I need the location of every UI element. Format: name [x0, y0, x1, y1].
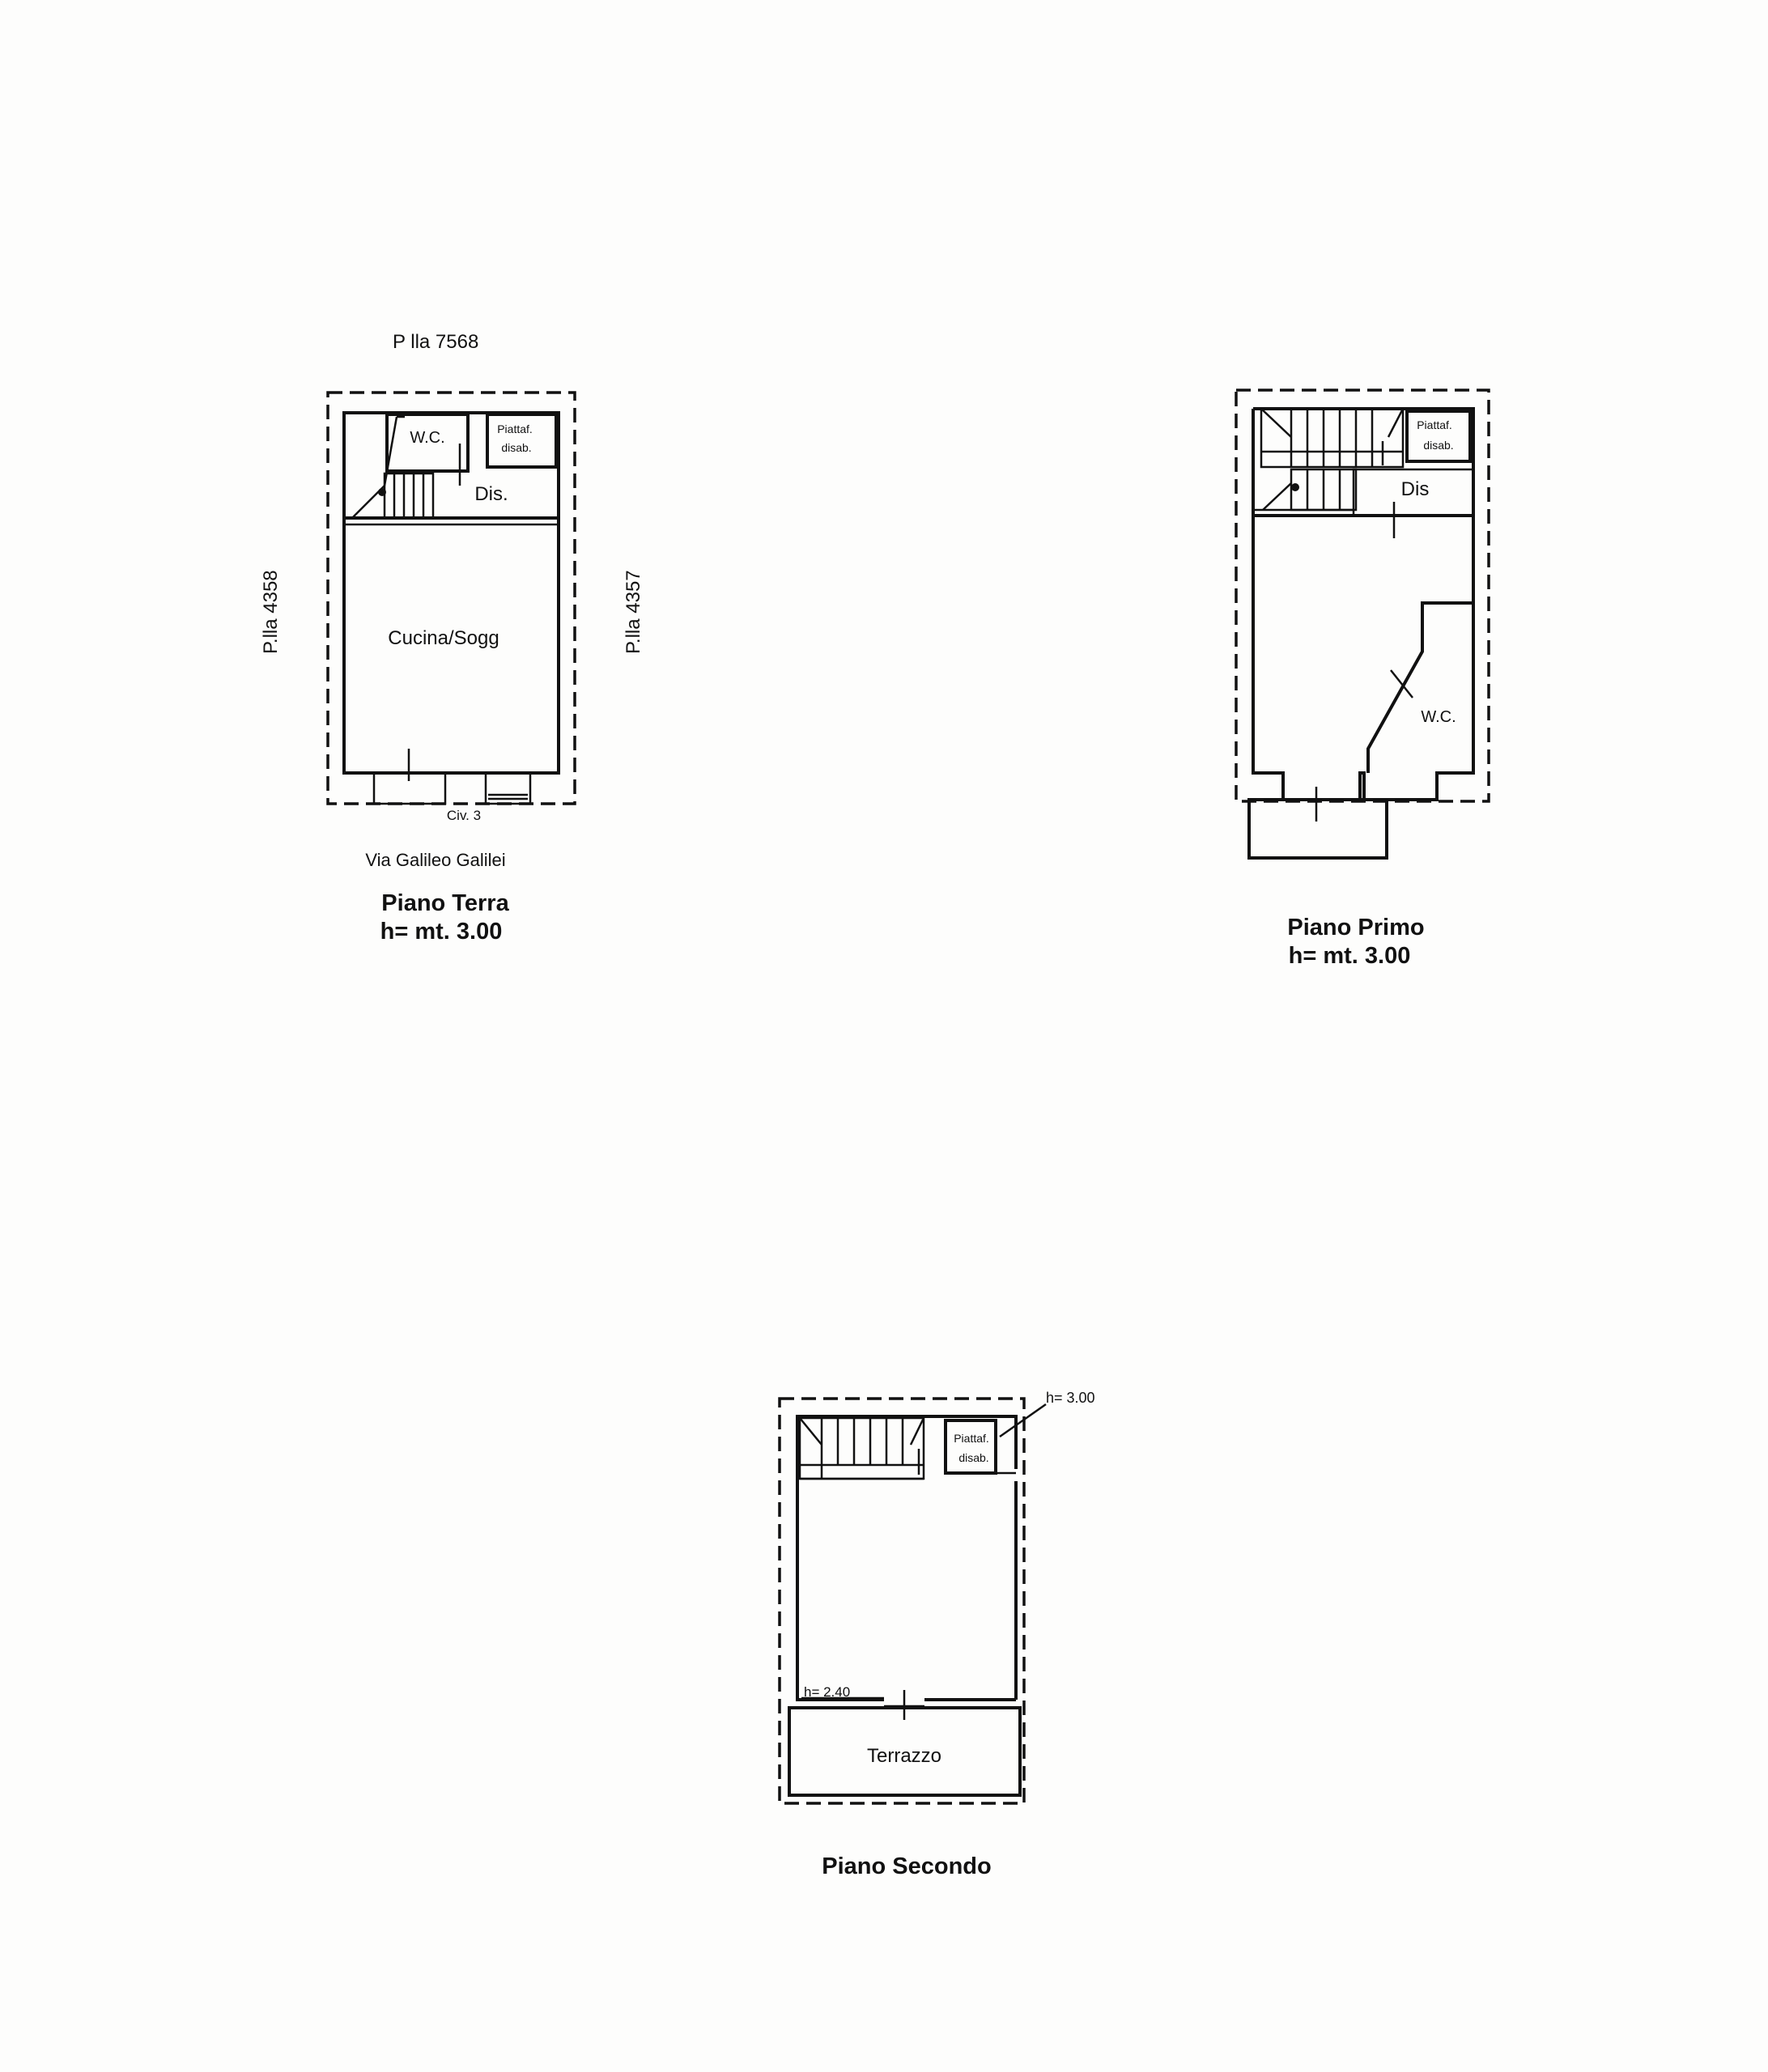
- second-staircase: [798, 1416, 925, 1480]
- second-terrace: [788, 1706, 1022, 1797]
- first-room-wc: W.C.: [1421, 708, 1456, 726]
- second-outer-walls: [796, 1415, 1018, 1701]
- first-wc-door: [1390, 669, 1413, 698]
- ground-wc-walls: [385, 413, 470, 473]
- second-height-top: h= 3.00: [1046, 1390, 1095, 1406]
- ground-room-platform: Piattaf.: [497, 422, 533, 435]
- ground-entrance-step: [372, 771, 447, 805]
- second-room-platform-2: disab.: [958, 1451, 988, 1464]
- first-floor-height: h= mt. 3.00: [1289, 943, 1411, 969]
- second-platform-walls: [944, 1419, 997, 1475]
- ground-room-dis: Dis.: [474, 483, 508, 505]
- first-room-platform-2: disab.: [1423, 439, 1453, 452]
- first-floor-plan: Piattaf. disab. Dis W.C. Piano Primo h= …: [1235, 388, 1490, 969]
- ground-street-name: Via Galileo Galilei: [365, 850, 505, 870]
- second-height-leader: [999, 1403, 1047, 1438]
- ground-window-sill: [484, 771, 532, 805]
- second-floor-plan: h= 3.00 Piattaf. disab. h= 2.40 Terrazzo…: [778, 1390, 1095, 1879]
- ground-neighbour-left: P.lla 4358: [260, 570, 282, 654]
- second-room-platform: Piattaf.: [954, 1432, 989, 1445]
- ground-neighbour-right: P.lla 4357: [623, 570, 644, 654]
- ground-civic-number: Civ. 3: [447, 808, 481, 823]
- ground-platform-walls: [486, 413, 558, 469]
- ground-lot-boundary: [326, 391, 576, 805]
- ground-room-platform-2: disab.: [501, 441, 531, 454]
- first-room-dis: Dis: [1401, 478, 1430, 500]
- ground-floor-plan: P lla 7568 P.lla 4358 P.lla 4357 W.C. Pi…: [260, 331, 644, 945]
- first-outer-walls: [1252, 407, 1475, 801]
- second-room-terrace: Terrazzo: [867, 1745, 941, 1767]
- ground-floor-title: Piano Terra: [381, 890, 509, 916]
- second-lot-boundary: [778, 1397, 1026, 1805]
- first-staircase: [1260, 407, 1405, 512]
- first-dis-walls: [1352, 468, 1475, 517]
- ground-floor-height: h= mt. 3.00: [380, 919, 503, 945]
- first-balcony: [1247, 798, 1388, 860]
- ground-staircase: [351, 415, 435, 520]
- second-height-low: h= 2.40: [804, 1684, 850, 1700]
- first-wc-walls: [1366, 601, 1473, 773]
- ground-room-main: Cucina/Sogg: [388, 627, 499, 649]
- ground-neighbour-top: P lla 7568: [393, 331, 478, 353]
- ground-room-wc: W.C.: [410, 429, 444, 447]
- first-room-platform: Piattaf.: [1417, 418, 1452, 431]
- first-floor-title: Piano Primo: [1287, 915, 1424, 940]
- first-platform-walls: [1405, 410, 1472, 463]
- second-floor-title: Piano Secondo: [822, 1853, 991, 1879]
